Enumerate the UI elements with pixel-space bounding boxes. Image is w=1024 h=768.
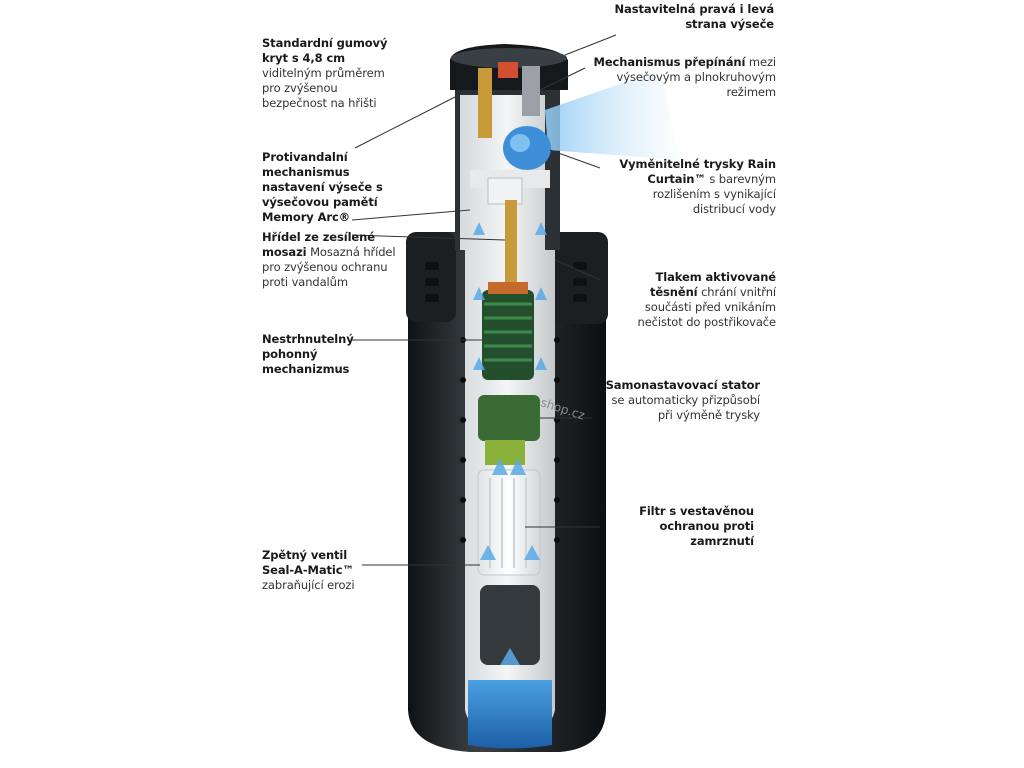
label-stator-normal: se automaticky přizpůsobí při výměně try… xyxy=(611,393,761,422)
stator xyxy=(478,395,540,441)
label-prepinani-bold: Mechanismus přepínání xyxy=(593,55,746,69)
label-strana-bold: Nastavitelná pravá i levá strana výseče xyxy=(614,2,775,31)
label-ventil-normal: zabraňující erozi xyxy=(262,578,355,592)
label-prepinani: Mechanismus přepínání mezi výsečovým a p… xyxy=(590,55,776,100)
label-hridel-normal: Mosazná hřídel pro zvýšenou ochranu prot… xyxy=(262,245,396,289)
filter xyxy=(477,469,541,576)
label-ventil-bold: Zpětný ventil Seal-A-Matic™ xyxy=(262,548,354,577)
label-protivandalni-bold: Protivandalní mechanismus nastavení výse… xyxy=(262,150,383,224)
leader-strana xyxy=(564,34,617,56)
brass-shaft xyxy=(505,200,517,290)
label-stator: Samonastavovací stator se automaticky př… xyxy=(598,378,760,423)
label-tesneni: Tlakem aktivované těsnění chrání vnitřní… xyxy=(610,270,777,330)
inlet xyxy=(468,680,552,749)
label-kryt: Standardní gumový kryt s 4,8 cm viditeln… xyxy=(262,36,402,111)
gear-drive xyxy=(482,290,534,380)
water-spray xyxy=(545,70,680,160)
leader-trysky xyxy=(549,149,601,169)
label-kryt-normal: viditelným průměrem pro zvýšenou bezpečn… xyxy=(262,66,385,110)
label-filtr-bold: Filtr s vestavěnou ochranou proti zamrzn… xyxy=(639,504,754,548)
leader-prepinani xyxy=(539,67,586,91)
check-valve xyxy=(480,585,540,665)
label-ventil: Zpětný ventil Seal-A-Matic™ zabraňující … xyxy=(262,548,374,593)
label-strana: Nastavitelná pravá i levá strana výseče xyxy=(612,2,775,32)
label-tesneni-normal: chrání vnitřní součásti před vnikáním ne… xyxy=(637,285,777,329)
leader-protivandalni xyxy=(351,209,471,221)
label-stator-bold: Samonastavovací stator xyxy=(605,378,760,392)
label-hridel: Hřídel ze zesílené mosazi Mosazná hřídel… xyxy=(262,230,407,290)
label-prepinani-normal: mezi výsečovým a plnokruhovým režimem xyxy=(616,55,777,99)
leader-kryt xyxy=(354,96,456,149)
label-trysky-normal: s barevným rozlišením s vynikající distr… xyxy=(652,172,776,216)
label-pohon: Nestrhnutelný pohonný mechanizmus xyxy=(262,332,372,377)
label-trysky-bold: Vyměnitelné trysky Rain Curtain™ xyxy=(619,157,776,186)
label-hridel-bold: Hřídel ze zesílené mosazi xyxy=(262,230,375,259)
label-pohon-bold: Nestrhnutelný pohonný mechanizmus xyxy=(262,332,354,376)
label-filtr: Filtr s vestavěnou ochranou proti zamrzn… xyxy=(606,504,754,549)
leader-tesneni xyxy=(554,259,601,281)
housing-shoulder-left xyxy=(406,232,456,322)
leader-hridel xyxy=(351,234,506,241)
label-tesneni-bold: Tlakem aktivované těsnění xyxy=(649,270,776,299)
label-trysky: Vyměnitelné trysky Rain Curtain™ s barev… xyxy=(604,157,776,217)
label-protivandalni: Protivandalní mechanismus nastavení výse… xyxy=(262,150,412,225)
label-kryt-bold: Standardní gumový kryt s 4,8 cm xyxy=(262,36,388,65)
